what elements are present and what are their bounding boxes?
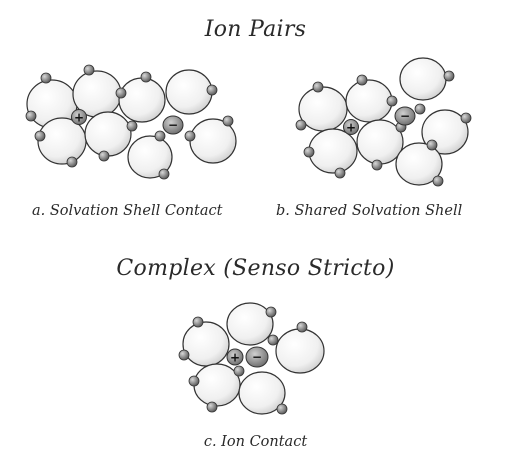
ion-pairs-title: Ion Pairs [204, 17, 307, 42]
water-molecule [193, 363, 241, 407]
water-molecules [298, 57, 469, 186]
hydrogen-atom [140, 71, 152, 83]
water-molecule [84, 111, 132, 157]
anion: − [245, 346, 269, 368]
cluster-solvation-shell-contact: + − [25, 64, 237, 180]
anion-sign: − [252, 350, 262, 364]
hydrogen-atom [115, 87, 127, 99]
hydrogen-atom [25, 110, 37, 122]
hydrogen-atom [443, 70, 455, 82]
hydrogen-atom [178, 349, 190, 361]
caption-ion-contact: c. Ion Contact [203, 434, 308, 450]
cation-sign: + [230, 351, 240, 365]
cation: + [343, 119, 359, 135]
water-molecule [345, 79, 393, 123]
water-molecule [182, 321, 230, 367]
hydrogen-atoms [295, 70, 472, 187]
hydrogen-atom [267, 334, 279, 346]
water-molecule [165, 69, 213, 115]
hydrogen-atom [432, 175, 444, 187]
hydrogen-atom [34, 130, 46, 142]
hydrogen-atom [233, 365, 245, 377]
water-molecule [399, 57, 447, 101]
hydrogen-atom [265, 306, 277, 318]
hydrogen-atom [386, 95, 398, 107]
hydrogen-atoms [178, 306, 308, 415]
hydrogen-atom [158, 168, 170, 180]
cluster-ion-contact: + − [178, 302, 325, 415]
water-molecules [182, 302, 325, 415]
cation-sign: + [346, 121, 356, 135]
cluster-shared-solvation-shell: + − [295, 57, 472, 187]
anion: − [394, 106, 416, 126]
hydrogen-atom [206, 84, 218, 96]
hydrogen-atom [334, 167, 346, 179]
water-molecule [275, 328, 325, 374]
water-molecules [26, 69, 237, 179]
water-molecule [226, 302, 274, 346]
hydrogen-atom [371, 159, 383, 171]
hydrogen-atom [222, 115, 234, 127]
hydrogen-atom [460, 112, 472, 124]
hydrogen-atom [83, 64, 95, 76]
hydrogen-atom [98, 150, 110, 162]
hydrogen-atom [296, 321, 308, 333]
hydrogen-atom [426, 139, 438, 151]
anion-sign: − [168, 118, 178, 132]
anion-sign: − [400, 109, 410, 123]
caption-shared-solvation-shell: b. Shared Solvation Shell [276, 203, 463, 219]
hydrogen-atom [276, 403, 288, 415]
caption-solvation-shell-contact: a. Solvation Shell Contact [32, 203, 223, 219]
complex-title: Complex (Senso Stricto) [116, 256, 395, 281]
cation-sign: + [74, 111, 84, 125]
water-molecule [238, 371, 286, 415]
hydrogen-atom [414, 103, 426, 115]
cation: + [226, 348, 244, 366]
water-molecule [308, 128, 358, 174]
water-molecule [127, 135, 173, 179]
hydrogen-atom [312, 81, 324, 93]
hydrogen-atom [356, 74, 368, 86]
water-molecule [395, 142, 443, 186]
hydrogen-atom [192, 316, 204, 328]
water-molecule [118, 77, 166, 123]
hydrogen-atom [206, 401, 218, 413]
hydrogen-atoms [25, 64, 234, 180]
cation: + [71, 109, 87, 125]
hydrogen-atom [188, 375, 200, 387]
anion: − [162, 115, 184, 135]
hydrogen-atom [40, 72, 52, 84]
hydrogen-atom [154, 130, 166, 142]
hydrogen-atom [295, 119, 307, 131]
hydrogen-atom [184, 130, 196, 142]
hydrogen-atom [66, 156, 78, 168]
hydrogen-atom [126, 120, 138, 132]
hydrogen-atom [303, 146, 315, 158]
